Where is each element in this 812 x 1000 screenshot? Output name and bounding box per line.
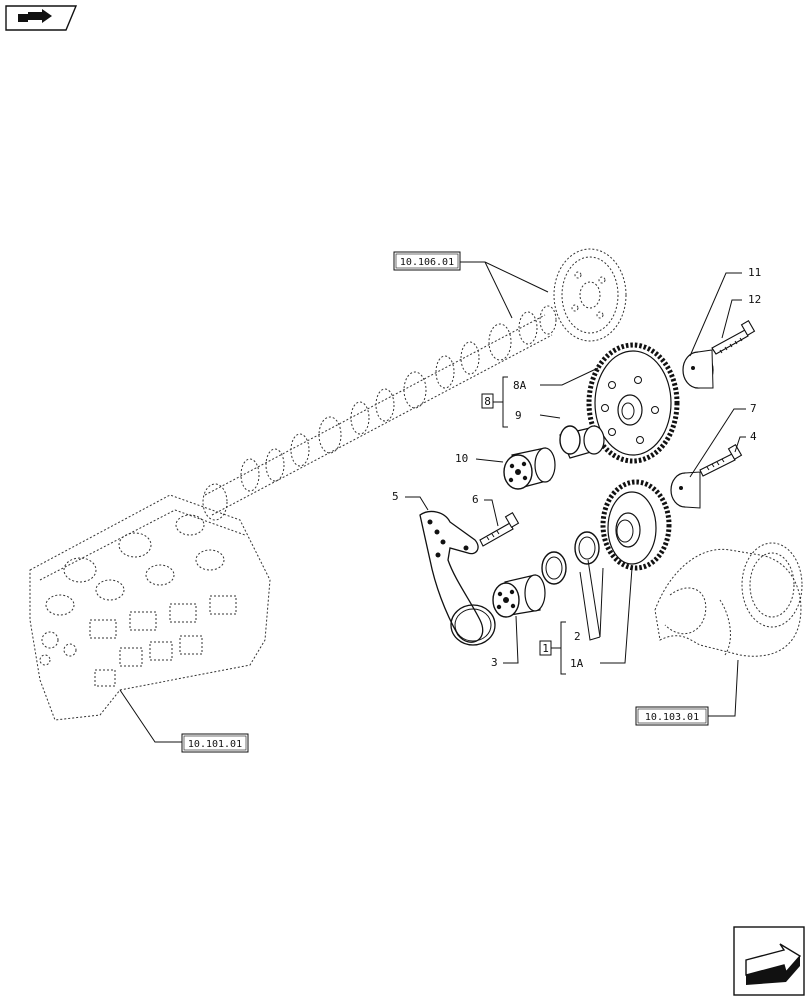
- callout-10: 10: [455, 452, 468, 465]
- crankshaft: [654, 542, 803, 657]
- bracket-5: [419, 510, 496, 646]
- callout-8: 8: [484, 395, 491, 408]
- washer-11: [682, 349, 714, 389]
- reference-crankshaft[interactable]: 10.103.01: [635, 706, 709, 726]
- gear-8a: [586, 342, 680, 464]
- callout-11: 11: [748, 266, 761, 279]
- reference-engine-block[interactable]: 10.101.01: [181, 733, 249, 753]
- callout-7: 7: [750, 402, 757, 415]
- callout-6: 6: [472, 493, 479, 506]
- leader-lines: [119, 261, 746, 743]
- spacer-3: [492, 574, 546, 618]
- reference-engine-block-label: 10.101.01: [188, 739, 242, 750]
- bolt-6: [479, 512, 520, 547]
- callout-12: 12: [748, 293, 761, 306]
- group-bracket-1: [551, 621, 566, 675]
- idler-gear-1a: [600, 479, 672, 571]
- callout-2: 2: [574, 630, 581, 643]
- engine-block: [29, 494, 271, 721]
- spacer-10: [503, 447, 556, 490]
- bushing-9: [559, 425, 605, 459]
- bolt-12: [711, 320, 756, 355]
- reference-camshaft[interactable]: 10.106.01: [393, 251, 461, 271]
- callout-1: 1: [542, 642, 549, 655]
- reference-camshaft-label: 10.106.01: [400, 257, 454, 268]
- washer-7: [670, 471, 701, 509]
- callout-3: 3: [491, 656, 498, 669]
- bearing-ring-2: [541, 531, 600, 585]
- callout-box-1[interactable]: 1: [539, 640, 552, 656]
- callout-5: 5: [392, 490, 399, 503]
- camshaft: [202, 305, 557, 521]
- callout-4: 4: [750, 430, 757, 443]
- group-bracket-8: [493, 376, 508, 428]
- callout-box-8[interactable]: 8: [481, 393, 494, 409]
- reference-crankshaft-label: 10.103.01: [645, 712, 699, 723]
- bolt-4: [699, 444, 743, 477]
- callout-1a: 1A: [570, 657, 584, 670]
- next-page-arrow-icon[interactable]: [733, 926, 805, 996]
- callout-9: 9: [515, 409, 522, 422]
- callout-8a: 8A: [513, 379, 527, 392]
- book-arrow-icon[interactable]: [5, 5, 78, 31]
- camshaft-gear: [553, 248, 627, 342]
